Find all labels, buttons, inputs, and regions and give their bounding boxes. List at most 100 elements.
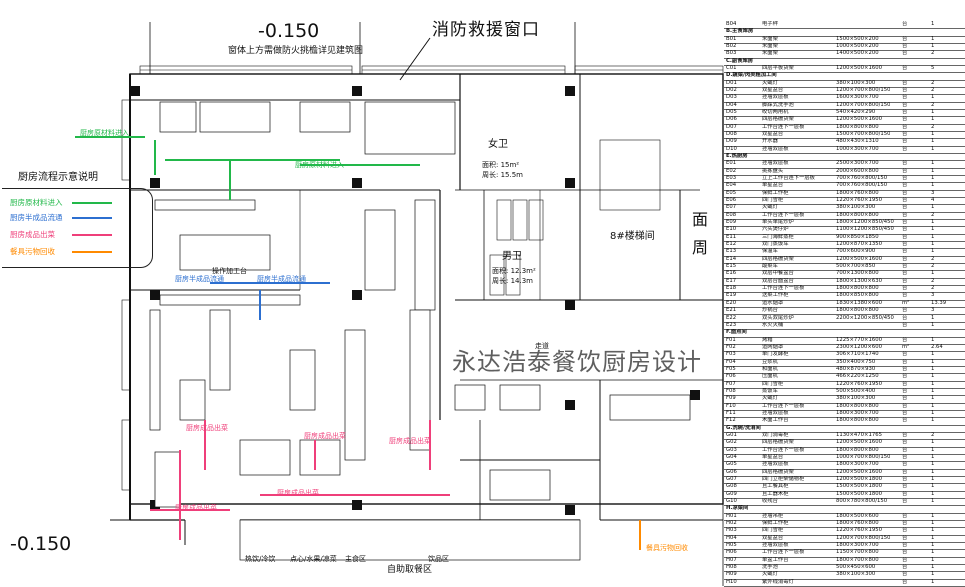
table-cell: 2 (931, 255, 935, 262)
table-cell: 1 (931, 534, 935, 541)
table-cell: 四层格栅货架 (762, 116, 794, 123)
table-cell: E23 (726, 321, 737, 328)
table-cell: 台 (902, 175, 908, 182)
table-cell: 台 (902, 321, 908, 328)
table-cell: D06 (726, 116, 737, 123)
table-cell: 挂墙双层板 (762, 541, 789, 548)
table-cell: 收残台 (762, 497, 778, 504)
table-cell: 台 (902, 109, 908, 116)
table-section-row: D.蔬菜/肉类粗加工间 (724, 72, 965, 81)
table-cell: 1 (931, 226, 935, 233)
table-cell: D02 (726, 87, 737, 94)
table-cell: 蒸饭车 (762, 387, 778, 394)
table-cell: G09 (726, 490, 737, 497)
table-cell: 台 (902, 138, 908, 145)
table-cell: F10 (726, 402, 736, 409)
table-cell: 台 (902, 365, 908, 372)
table-cell: 挂墙双层板 (762, 409, 789, 416)
table-cell: 2 (931, 87, 935, 94)
table-cell: 台 (902, 483, 908, 490)
table-cell: 台 (902, 475, 908, 482)
flow-raw-arrows (75, 136, 420, 200)
table-cell: 1800×800×800 (836, 446, 879, 453)
table-cell: 2 (931, 263, 935, 270)
table-cell: 电子秤 (762, 21, 778, 27)
table-cell: 台 (902, 248, 908, 255)
table-cell: 米面架 (762, 50, 778, 57)
table-cell: H06 (726, 549, 737, 556)
table-cell: 台 (902, 409, 908, 416)
table-cell: 5 (931, 65, 935, 72)
table-cell: 灭蝇灯 (762, 571, 778, 578)
prep-label: 操作加工台 (212, 267, 247, 275)
table-cell: H.凉菜间 (726, 505, 749, 512)
table-section-row: B.主食库房 (724, 28, 965, 37)
table-cell: E14 (726, 255, 737, 262)
table-cell: 双门消毒柜 (762, 431, 789, 438)
flow-out-label-5: 厨房成品出菜 (175, 504, 217, 512)
table-cell: 单星盆台 (762, 453, 784, 460)
table-cell: D07 (726, 123, 737, 130)
table-cell: 1800×700×800 (836, 556, 879, 563)
table-cell: 台 (902, 160, 908, 167)
table-cell: 四门雪柜 (762, 197, 784, 204)
table-cell: E04 (726, 182, 737, 189)
table-cell: 米面架 (762, 35, 778, 42)
table-cell: 台 (902, 446, 908, 453)
table-cell: B01 (726, 35, 737, 42)
table-cell: 1800×760×800 (836, 519, 879, 526)
table-cell: 1 (931, 358, 935, 365)
table-cell: 1 (931, 395, 935, 402)
table-cell: 米面架 (762, 43, 778, 49)
table-cell: 2300×1200×600 (836, 343, 882, 350)
table-cell: 1200×700×800/150 (836, 87, 891, 94)
table-cell: 豆浆机 (762, 358, 778, 365)
table-cell: 380×100×300 (836, 204, 876, 211)
table-cell: 且工餐具柜 (762, 483, 789, 490)
table-cell: 1 (931, 138, 935, 145)
table-cell: 台 (902, 519, 908, 526)
table-cell: F01 (726, 336, 736, 343)
female-toilet-area: 面积: 15m² (482, 161, 520, 169)
table-cell: 双星盆台 (762, 534, 784, 541)
table-cell: 台 (902, 255, 908, 262)
table-cell: E11 (726, 233, 737, 240)
table-cell: E19 (726, 292, 737, 299)
table-cell: 台 (902, 233, 908, 240)
table-cell: 540×420×290 (836, 109, 876, 116)
table-cell: E13 (726, 248, 737, 255)
table-cell: 挂墙吊柜 (762, 512, 784, 519)
flow-waste-label: 餐具污物回收 (646, 544, 688, 552)
table-cell: 运水烟罩 (762, 299, 784, 306)
female-toilet-name: 女卫 (488, 139, 508, 150)
legend-title: 厨房流程示意说明 (18, 172, 98, 183)
table-cell: 2200×1200×850/450 (836, 314, 894, 321)
male-toilet-perimeter: 周长: 14.3m (492, 277, 533, 285)
table-cell: 1 (931, 109, 935, 116)
table-cell: 1200×500×1600 (836, 439, 882, 446)
table-cell: 1 (931, 21, 935, 27)
table-cell: 台 (902, 116, 908, 123)
table-cell: E08 (726, 211, 737, 218)
table-cell: 1 (931, 314, 935, 321)
table-cell: 3 (931, 292, 935, 299)
table-cell: D09 (726, 138, 737, 145)
table-cell: 1500×500×1800 (836, 483, 882, 490)
table-cell: 306×710×1740 (836, 351, 879, 358)
table-cell: F09 (726, 395, 736, 402)
table-cell: 1500×500×200 (836, 35, 879, 42)
table-cell: 1 (931, 233, 935, 240)
table-cell: 脚踩式洗手池 (762, 101, 794, 108)
table-cell: 四门雪柜 (762, 380, 784, 387)
table-cell: 台 (902, 219, 908, 226)
